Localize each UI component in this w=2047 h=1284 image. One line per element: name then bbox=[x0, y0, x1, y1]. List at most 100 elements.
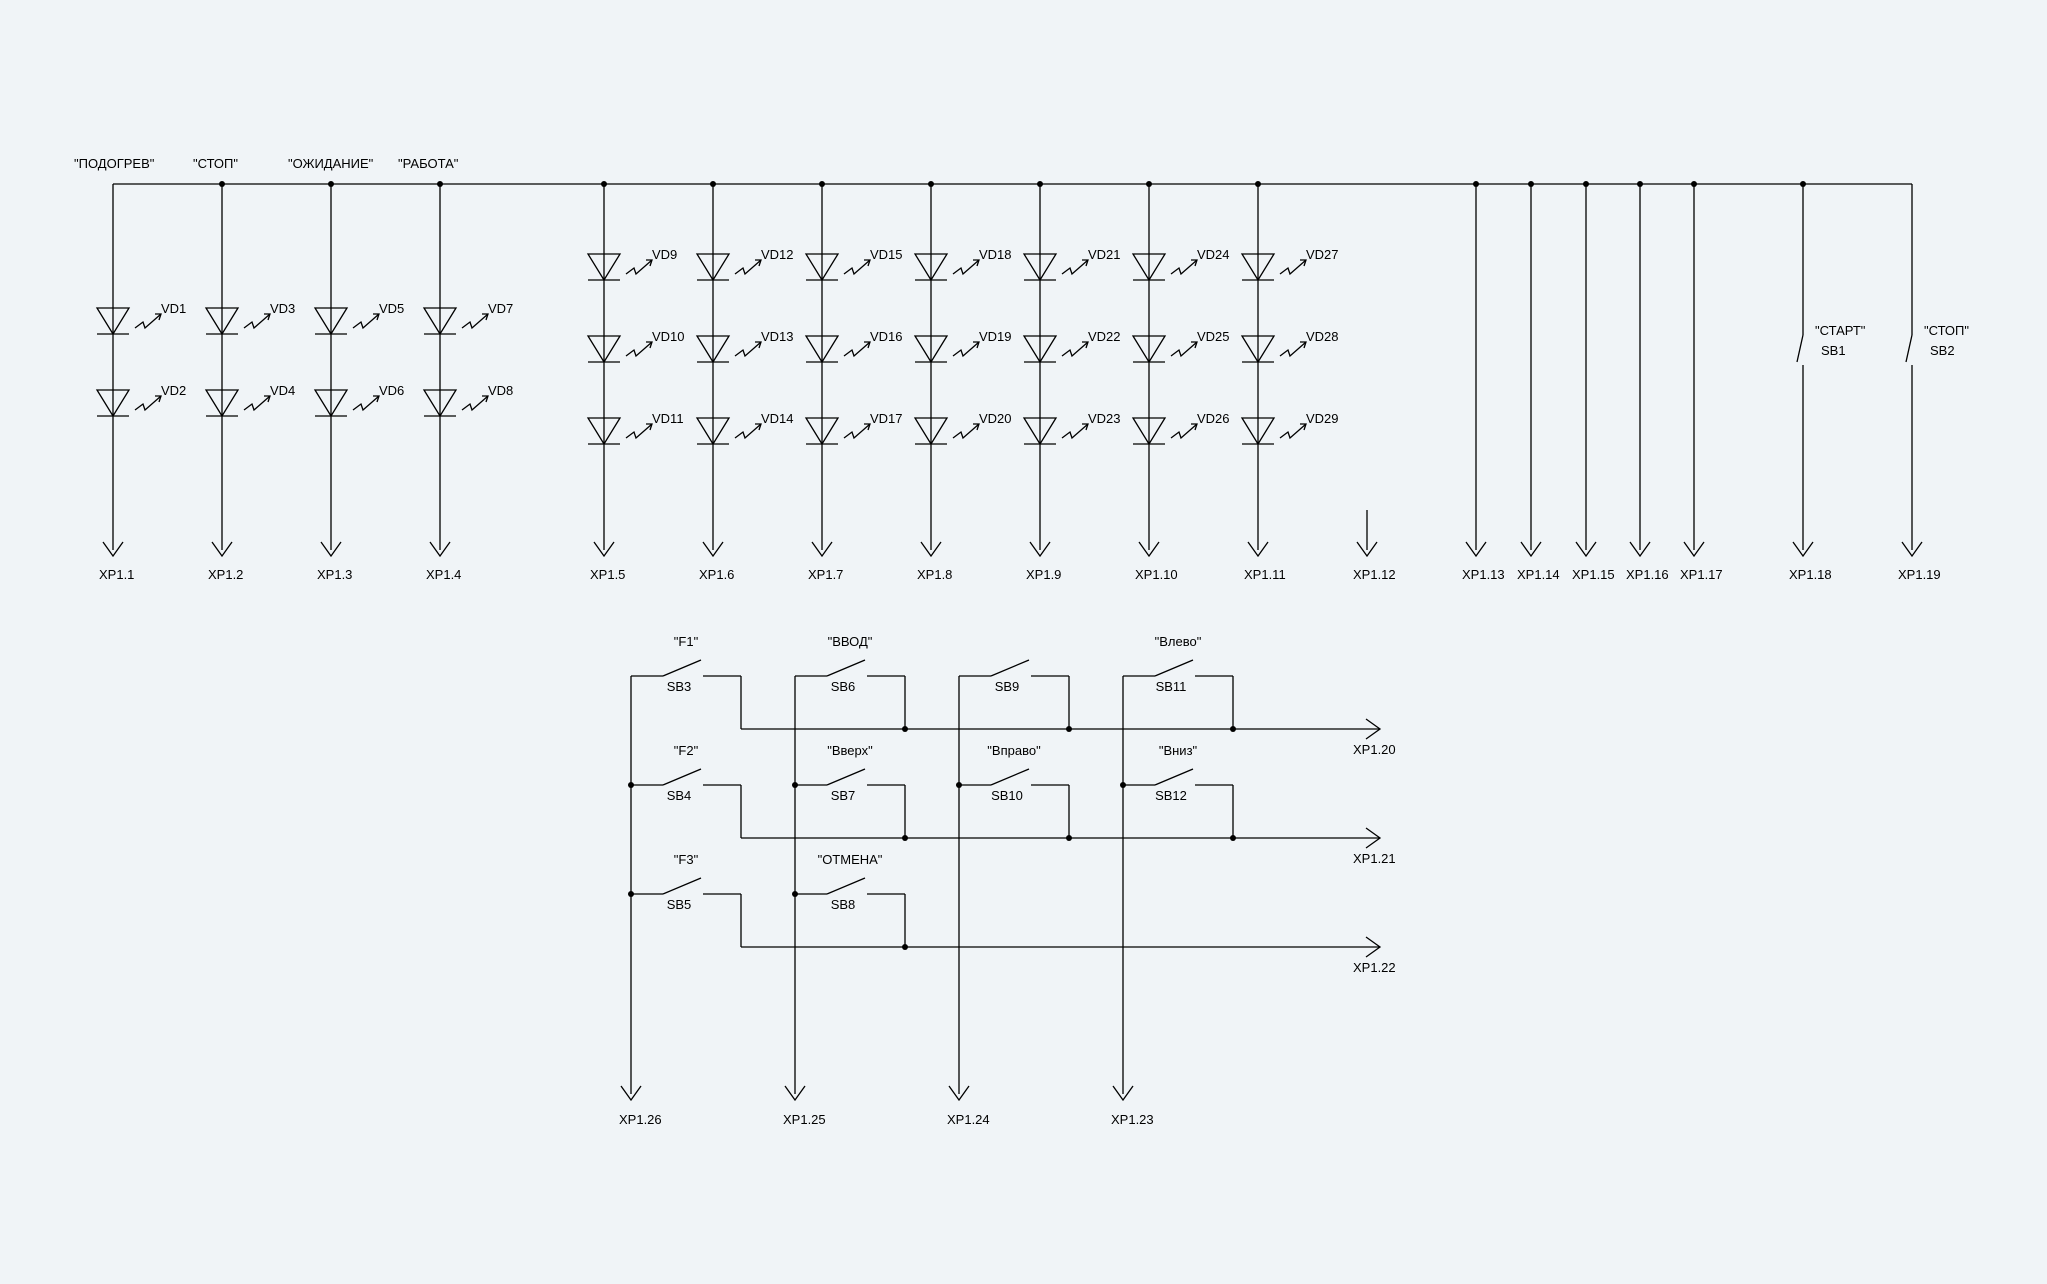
emission-arrow bbox=[625, 423, 653, 440]
led-label: VD11 bbox=[652, 411, 684, 426]
switch-contact bbox=[1796, 334, 1804, 363]
emission-arrow bbox=[1170, 341, 1198, 358]
emission-arrow bbox=[843, 423, 871, 440]
led-label: VD28 bbox=[1306, 329, 1339, 344]
emission-arrow bbox=[352, 313, 380, 330]
pin-label: XP1.14 bbox=[1517, 567, 1560, 582]
led-label: VD23 bbox=[1088, 411, 1121, 426]
symbols bbox=[95, 253, 1307, 446]
junction-dot bbox=[956, 782, 962, 788]
column-pin-label: XP1.23 bbox=[1111, 1112, 1154, 1127]
arrow-down-icon bbox=[320, 541, 342, 558]
led-diode-icon bbox=[1240, 417, 1307, 446]
arrow-down-icon bbox=[102, 541, 124, 558]
switch-blade bbox=[826, 768, 866, 786]
diode-triangle bbox=[1131, 253, 1167, 282]
emission-arrow bbox=[1279, 423, 1307, 440]
emission-arrow bbox=[1279, 341, 1307, 358]
emission-arrow bbox=[134, 395, 162, 412]
led-label: VD8 bbox=[488, 383, 513, 398]
row-pin-label: XP1.21 bbox=[1353, 851, 1396, 866]
emission-arrow bbox=[952, 423, 980, 440]
led-diode-icon bbox=[204, 307, 271, 336]
diode-triangle bbox=[313, 307, 349, 336]
junction-dot bbox=[1230, 835, 1236, 841]
arrow-down-icon bbox=[920, 541, 942, 558]
led-label: VD12 bbox=[761, 247, 794, 262]
led-label: VD5 bbox=[379, 301, 404, 316]
row-pin-label: XP1.22 bbox=[1353, 960, 1396, 975]
emission-arrowhead bbox=[373, 313, 380, 321]
arrow-down-icon bbox=[1901, 541, 1923, 558]
junction-dot bbox=[902, 726, 908, 732]
diode-triangle bbox=[313, 389, 349, 418]
switch-name: "СТОП" bbox=[1924, 323, 1969, 338]
key-id: SB5 bbox=[667, 897, 692, 912]
diode-triangle bbox=[1240, 417, 1276, 446]
pin-label: XP1.15 bbox=[1572, 567, 1615, 582]
junction-dot bbox=[902, 835, 908, 841]
led-label: VD14 bbox=[761, 411, 794, 426]
junction-dot bbox=[219, 181, 225, 187]
key-name: "Влево" bbox=[1155, 634, 1202, 649]
arrow-down-icon bbox=[1465, 541, 1487, 558]
diode-triangle bbox=[695, 253, 731, 282]
led-diode-icon bbox=[695, 417, 762, 446]
junction-dot bbox=[1066, 726, 1072, 732]
pin-label: XP1.9 bbox=[1026, 567, 1061, 582]
pin-label: XP1.19 bbox=[1898, 567, 1941, 582]
row-pin-label: XP1.20 bbox=[1353, 742, 1396, 757]
emission-arrowhead bbox=[482, 313, 489, 321]
led-label: VD25 bbox=[1197, 329, 1230, 344]
led-label: VD6 bbox=[379, 383, 404, 398]
junction-dot bbox=[902, 944, 908, 950]
diode-triangle bbox=[1240, 335, 1276, 364]
led-diode-icon bbox=[1131, 253, 1198, 282]
led-label: VD15 bbox=[870, 247, 903, 262]
emission-arrowhead bbox=[264, 313, 271, 321]
key-name: "Вправо" bbox=[987, 743, 1041, 758]
led-diode-icon bbox=[1022, 417, 1089, 446]
emission-arrow bbox=[625, 341, 653, 358]
emission-arrow bbox=[1170, 259, 1198, 276]
junction-dot bbox=[628, 782, 634, 788]
pin-label: XP1.10 bbox=[1135, 567, 1178, 582]
junction-dot bbox=[792, 891, 798, 897]
led-diode-icon bbox=[95, 307, 162, 336]
led-diode-icon bbox=[95, 389, 162, 418]
key-id: SB8 bbox=[831, 897, 856, 912]
diode-triangle bbox=[804, 253, 840, 282]
diode-triangle bbox=[586, 335, 622, 364]
column-pin-label: XP1.26 bbox=[619, 1112, 662, 1127]
emission-arrow bbox=[1061, 341, 1089, 358]
led-diode-icon bbox=[695, 335, 762, 364]
led-diode-icon bbox=[1131, 335, 1198, 364]
emission-arrow bbox=[734, 423, 762, 440]
switch-blade bbox=[1154, 659, 1194, 677]
switch-blade bbox=[990, 659, 1030, 677]
emission-arrowhead bbox=[1191, 341, 1198, 349]
led-diode-icon bbox=[804, 335, 871, 364]
pin-label: XP1.7 bbox=[808, 567, 843, 582]
pin-label: XP1.11 bbox=[1244, 567, 1286, 582]
emission-arrowhead bbox=[973, 341, 980, 349]
emission-arrowhead bbox=[646, 423, 653, 431]
pin-label: XP1.1 bbox=[99, 567, 134, 582]
led-diode-icon bbox=[422, 307, 489, 336]
arrow-down-icon bbox=[1247, 541, 1269, 558]
pin-label: XP1.2 bbox=[208, 567, 243, 582]
led-diode-icon bbox=[1240, 335, 1307, 364]
switch-blade bbox=[826, 877, 866, 895]
led-diode-icon bbox=[313, 389, 380, 418]
switch-name: "СТАРТ" bbox=[1815, 323, 1866, 338]
arrow-down-icon bbox=[1356, 541, 1378, 558]
key-id: SB4 bbox=[667, 788, 692, 803]
arrow-down-icon bbox=[1792, 541, 1814, 558]
diode-triangle bbox=[586, 417, 622, 446]
emission-arrowhead bbox=[264, 395, 271, 403]
led-label: VD13 bbox=[761, 329, 794, 344]
diode-triangle bbox=[1131, 417, 1167, 446]
arrow-down-icon bbox=[1112, 1085, 1134, 1102]
arrow-down-icon bbox=[1683, 541, 1705, 558]
